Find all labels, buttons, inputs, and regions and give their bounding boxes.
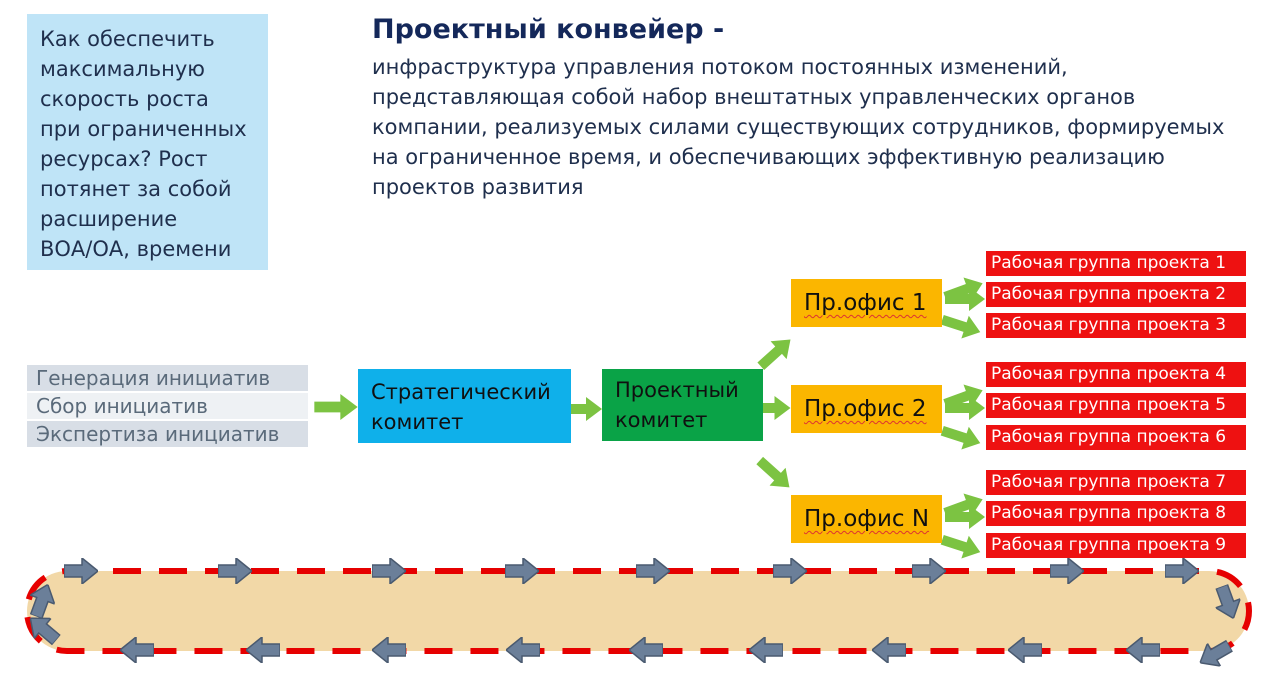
project-office-1: Пр.офис 1 — [791, 279, 942, 327]
initiative-expertise: Экспертиза инициатив — [27, 421, 308, 447]
working-group-6: Рабочая группа проекта 6 — [986, 425, 1246, 450]
initiative-collection: Сбор инициатив — [27, 393, 308, 419]
working-group-8: Рабочая группа проекта 8 — [986, 501, 1246, 526]
project-office-n-label: Пр.офис N — [804, 506, 930, 532]
working-group-4: Рабочая группа проекта 4 — [986, 362, 1246, 387]
project-office-2-label: Пр.офис 2 — [804, 396, 927, 422]
page-title: Проектный конвейер - — [372, 14, 725, 45]
strategic-committee-box: Стратегический комитет — [358, 369, 571, 443]
working-group-3: Рабочая группа проекта 3 — [986, 313, 1246, 338]
working-group-1: Рабочая группа проекта 1 — [986, 251, 1246, 276]
question-callout: Как обеспечить максимальную скорость рос… — [27, 14, 268, 270]
working-group-9: Рабочая группа проекта 9 — [986, 533, 1246, 558]
working-group-2: Рабочая группа проекта 2 — [986, 282, 1246, 307]
working-group-5: Рабочая группа проекта 5 — [986, 393, 1246, 418]
definition-text: инфраструктура управления потоком постоя… — [372, 55, 1225, 199]
working-group-7: Рабочая группа проекта 7 — [986, 470, 1246, 495]
initiative-generation: Генерация инициатив — [27, 365, 308, 391]
project-office-1-label: Пр.офис 1 — [804, 290, 927, 316]
project-office-n: Пр.офис N — [791, 495, 942, 543]
project-office-2: Пр.офис 2 — [791, 385, 942, 433]
project-committee-box: Проектный комитет — [602, 369, 763, 441]
conveyor-belt — [24, 568, 1252, 654]
